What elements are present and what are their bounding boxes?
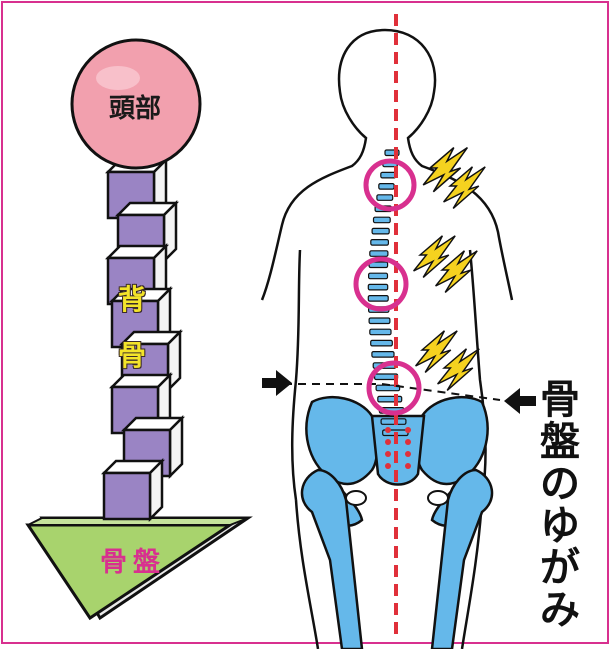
vertebra bbox=[368, 272, 389, 280]
vertebra bbox=[370, 339, 393, 347]
sacrum-foramen bbox=[405, 439, 411, 445]
lightning-bolt-icon bbox=[413, 235, 456, 278]
vertebra bbox=[377, 395, 403, 403]
pelvis-label-left: 骨盤 bbox=[100, 547, 166, 578]
sacrum-foramen bbox=[405, 463, 411, 469]
head-label: 頭部 bbox=[108, 94, 161, 124]
spine-block bbox=[100, 457, 166, 523]
pelvis-bone bbox=[300, 395, 494, 649]
vertebra bbox=[370, 239, 389, 246]
right-label-char-6: み bbox=[540, 587, 580, 633]
marker-circles bbox=[353, 158, 422, 416]
vertebra bbox=[367, 283, 389, 291]
vertebra bbox=[372, 216, 391, 224]
vertebra bbox=[369, 328, 392, 336]
arrow-left-icon bbox=[504, 388, 536, 414]
vertebra bbox=[367, 295, 389, 302]
lightning-bolt-icon bbox=[443, 166, 486, 209]
right-label-char-2: 盤 bbox=[540, 419, 580, 465]
vertebra bbox=[376, 194, 394, 201]
circle-marker-lower bbox=[366, 360, 422, 416]
sacrum-foramen bbox=[385, 427, 391, 433]
vertebra bbox=[368, 317, 391, 325]
right-label-char-3: の bbox=[540, 461, 580, 507]
body-outline bbox=[260, 28, 514, 649]
right-label-char-1: 骨 bbox=[540, 377, 580, 423]
vertebra bbox=[380, 418, 407, 425]
right-label-char-5: が bbox=[540, 545, 580, 591]
circle-marker-upper bbox=[363, 158, 417, 212]
lightning-bolt-icon bbox=[435, 250, 478, 293]
spine-label-top: 背 bbox=[117, 283, 146, 316]
sacrum-foramen bbox=[405, 451, 411, 457]
sacrum-foramen bbox=[385, 439, 391, 445]
spine-blocks bbox=[100, 156, 186, 523]
sacrum-foramen bbox=[405, 427, 411, 433]
vertebra bbox=[380, 171, 397, 179]
vertebra bbox=[378, 183, 395, 190]
vertebra bbox=[371, 351, 395, 358]
vertebra bbox=[369, 250, 389, 257]
right-label-char-4: ゆ bbox=[540, 503, 580, 549]
sacrum-foramen bbox=[385, 451, 391, 457]
pelvis-triangle bbox=[25, 516, 253, 621]
lightning-bolts bbox=[413, 146, 486, 391]
arrow-right-icon bbox=[262, 370, 292, 396]
obturator-right bbox=[427, 490, 449, 506]
obturator-left bbox=[345, 490, 367, 506]
spine-label-bottom: 骨 bbox=[117, 339, 146, 372]
head-ball bbox=[70, 38, 202, 170]
lightning-bolt-icon bbox=[415, 330, 458, 373]
sacrum-foramen bbox=[385, 463, 391, 469]
circle-marker-middle bbox=[353, 256, 409, 312]
vertebra bbox=[371, 227, 390, 235]
lightning-bolt-icon bbox=[422, 146, 469, 193]
level-line-right bbox=[381, 383, 501, 401]
lightning-bolt-icon bbox=[437, 348, 480, 391]
